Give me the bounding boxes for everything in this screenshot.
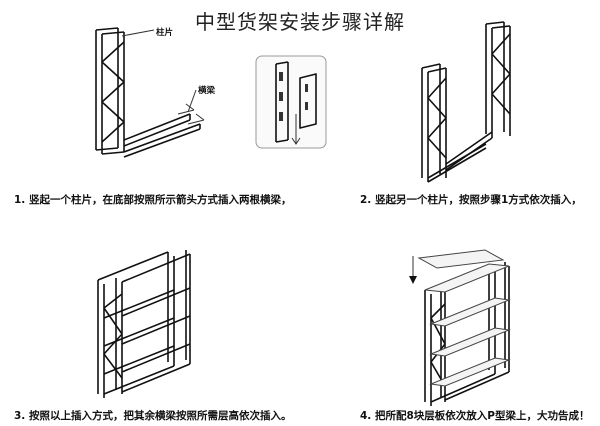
step1-text: 1. 竖起一个柱片，在底部按照所示箭头方式插入两根横梁， bbox=[14, 194, 292, 206]
step4-figure bbox=[409, 249, 511, 406]
step1-figure bbox=[95, 27, 205, 158]
upright-label: 柱片 bbox=[156, 28, 174, 38]
beam-label: 横梁 bbox=[198, 86, 216, 96]
step3-figure bbox=[97, 250, 191, 398]
page-title: 中型货架安装步骤详解 bbox=[195, 10, 405, 34]
step2-figure bbox=[421, 21, 511, 183]
step4-text: 4. 把所配8块层板依次放入P型梁上，大功告成！ bbox=[360, 410, 590, 422]
connection-detail-figure bbox=[255, 55, 327, 149]
step2-text: 2. 竖起另一个柱片，按照步骤1方式依次插入， bbox=[360, 194, 582, 206]
step3-text: 3. 按照以上插入方式，把其余横梁按照所需层高依次插入。 bbox=[14, 410, 292, 422]
